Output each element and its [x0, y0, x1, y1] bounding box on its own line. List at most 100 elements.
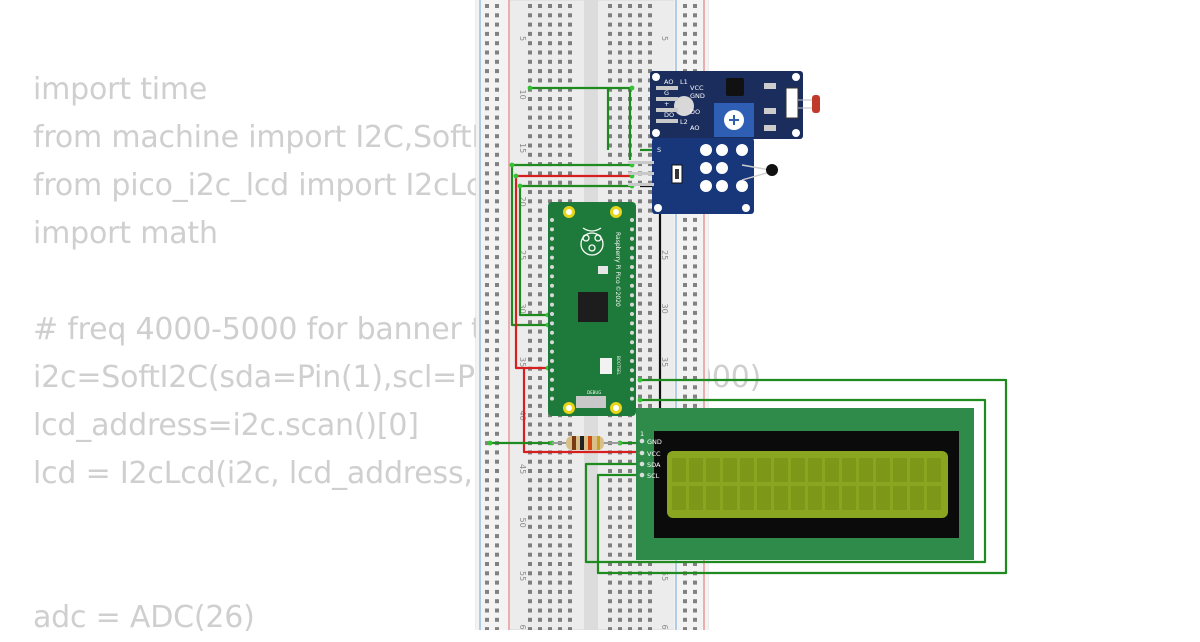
row-number-left: 35: [518, 357, 527, 367]
pico-pin: [550, 396, 554, 401]
lcd-character-cell: [842, 486, 856, 510]
pico-pin: [630, 283, 634, 288]
thermistor-module[interactable]: S: [628, 138, 778, 214]
sound-sensor-module[interactable]: AO G + DO L1 L2: [650, 71, 820, 139]
row-number-left: 20: [518, 197, 527, 207]
lcd-character-cell: [740, 458, 754, 482]
wire-8[interactable]: [596, 378, 1008, 575]
lcd-character-cell: [808, 486, 822, 510]
pico-pin: [550, 218, 554, 222]
row-number-left: 55: [518, 571, 527, 581]
light-pin-vcc: VCC: [690, 84, 704, 92]
pico-pin: [550, 236, 554, 241]
lcd-pin-vcc: VCC: [647, 450, 661, 458]
pico-pin: [550, 340, 554, 345]
lcd-character-cell: [876, 458, 890, 482]
row-number-left: 60: [518, 625, 527, 631]
wire-3[interactable]: [514, 174, 632, 370]
row-number-right: 35: [660, 357, 669, 367]
pico-pin: [630, 377, 634, 382]
wire-6[interactable]: [522, 368, 642, 454]
sound-led-l1: L1: [680, 78, 688, 86]
row-number-left: 40: [518, 411, 527, 421]
wire-9[interactable]: [584, 398, 987, 564]
pico-pin: [630, 312, 634, 316]
wire-endpoint: [527, 85, 533, 91]
pico-pin: [630, 340, 634, 345]
pico-pin: [630, 227, 634, 232]
pico-pin: [630, 246, 634, 251]
pico-pin: [630, 293, 634, 298]
lcd-character-cell: [672, 486, 686, 510]
light-sensor-pins: VCC GND DO AO: [690, 84, 705, 132]
pico-pin: [550, 377, 554, 382]
lcd-character-cell: [791, 458, 805, 482]
lcd-character-cell: [723, 486, 737, 510]
pico-pin: [630, 349, 634, 354]
sound-pin-g: G: [664, 89, 669, 97]
pico-pin: [550, 387, 554, 392]
pico-pin: [630, 387, 634, 392]
pico-pin: [630, 255, 634, 260]
resistor[interactable]: [552, 436, 620, 450]
code-line: # freq 4000-5000 for banner text: [33, 312, 530, 347]
code-line: import time: [33, 72, 208, 107]
wire-endpoint: [509, 162, 515, 168]
lcd-character-cell: [927, 458, 941, 482]
pico-pin: [630, 321, 634, 326]
lcd-pin-scl: SCL: [647, 472, 660, 480]
pico-pin: [630, 274, 634, 279]
raspberry-logo-icon: [580, 227, 604, 256]
pico-pin: [550, 359, 554, 363]
lcd-character-cell: [689, 486, 703, 510]
lcd-1602-display[interactable]: 1 GND VCC SDA SCL: [636, 408, 974, 560]
row-number-right: 30: [660, 304, 669, 314]
wire-4[interactable]: [518, 184, 632, 317]
pico-pin: [550, 246, 554, 251]
lcd-character-cell: [842, 458, 856, 482]
pico-pin: [630, 330, 634, 335]
pico-debug-label: DEBUG: [587, 390, 601, 395]
lcd-character-cell: [859, 486, 873, 510]
pico-pin: [630, 265, 634, 269]
pico-pin: [550, 330, 554, 335]
lcd-character-cell: [689, 458, 703, 482]
pico-pin: [550, 255, 554, 260]
lcd-character-cell: [723, 458, 737, 482]
pico-pin: [550, 227, 554, 232]
lcd-character-cell: [706, 458, 720, 482]
sound-pin-do: DO: [664, 111, 674, 119]
code-line: import math: [33, 216, 218, 251]
sound-led-l2: L2: [680, 118, 688, 126]
lcd-character-cell: [910, 458, 924, 482]
pico-pin: [550, 321, 554, 326]
thermistor-pin-s: S: [657, 146, 661, 154]
lcd-pin1-label: 1: [640, 430, 644, 438]
lcd-character-cell: [893, 486, 907, 510]
row-number-left: 50: [518, 518, 527, 528]
row-number-right: 5: [660, 36, 669, 41]
pico-pin: [630, 368, 634, 373]
pico-title: Raspberry Pi Pico ©2020: [614, 232, 621, 307]
wire-2[interactable]: [510, 163, 632, 327]
light-pin-do: DO: [690, 108, 700, 116]
lcd-character-cell: [706, 486, 720, 510]
pico-pin: [550, 265, 554, 269]
code-line: lcd_address=i2c.scan()[0]: [33, 408, 419, 443]
wire-endpoint: [517, 183, 523, 189]
lcd-character-cell: [672, 458, 686, 482]
pico-pin: [550, 293, 554, 298]
pico-pin: [630, 236, 634, 241]
code-line: adc = ADC(26): [33, 600, 255, 635]
wire-endpoint: [629, 85, 635, 91]
row-number-left: 15: [518, 143, 527, 153]
pico-pin: [550, 312, 554, 316]
lcd-character-cells: [672, 458, 941, 510]
lcd-character-cell: [876, 486, 890, 510]
light-pin-gnd: GND: [690, 92, 705, 100]
raspberry-pi-pico[interactable]: Raspberry Pi Pico ©2020 BOOTSEL DEBUG: [548, 202, 636, 416]
pico-pin: [630, 359, 634, 363]
row-number-left: 45: [518, 464, 527, 474]
pico-bootsel-label: BOOTSEL: [616, 356, 621, 375]
sound-pin-ao: AO: [664, 78, 673, 86]
